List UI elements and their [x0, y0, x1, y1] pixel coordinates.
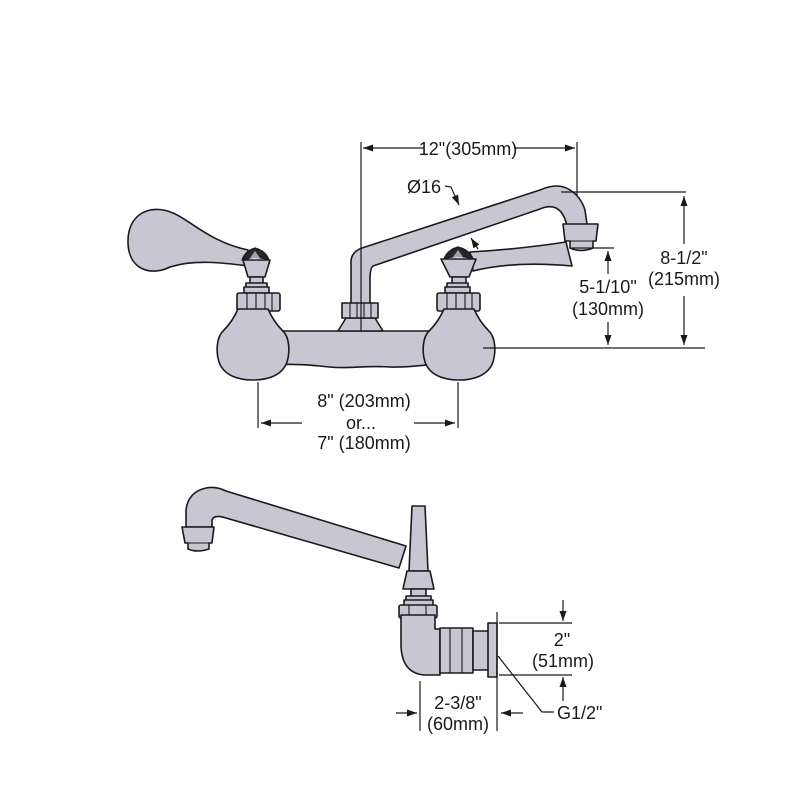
wall-flange [487, 622, 498, 678]
left-handle-cap-highlight [250, 251, 260, 258]
dim-total-height-in: 8-1/2" [660, 248, 707, 268]
dim-centers-line2: or... [346, 413, 376, 433]
dimension-centers: 8" (203mm) or... 7" (180mm) [257, 382, 459, 453]
dim-wall-offset-mm: (60mm) [427, 714, 489, 734]
side-aerator [181, 526, 215, 552]
dim-flange-mm: (51mm) [532, 651, 594, 671]
side-handle-blade [408, 505, 429, 572]
dimension-wall-offset: 2-3/8" (60mm) [396, 681, 523, 734]
right-handle-bonnet [440, 258, 477, 278]
dimension-spout-reach: 12"(305mm) [360, 139, 578, 331]
dimension-thread: G1/2" [497, 655, 602, 723]
right-handle-ring [444, 286, 471, 294]
dim-outlet-height-mm: (130mm) [572, 299, 644, 319]
side-spout [185, 486, 407, 569]
dim-outlet-height-in: 5-1/10" [579, 277, 636, 297]
right-handle-blade [469, 241, 573, 272]
dimension-total-height: 8-1/2" (215mm) [648, 196, 720, 345]
dim-flange-in: 2" [554, 630, 570, 650]
left-handle-ring [243, 286, 270, 294]
dimension-flange: 2" (51mm) [496, 600, 594, 731]
dim-spout-reach-label: 12"(305mm) [419, 139, 517, 159]
spout-base-nut [341, 302, 379, 319]
coupling-nut [439, 627, 474, 674]
dimension-spout-diameter: Ø16 [407, 177, 480, 250]
side-valve-body-elbow [400, 614, 441, 676]
spout-aerator [562, 223, 599, 252]
inlet-nipple [472, 630, 490, 671]
dim-wall-offset-in: 2-3/8" [434, 693, 481, 713]
right-handle-cap-highlight [453, 250, 463, 257]
side-handle-bonnet [402, 570, 435, 590]
dimension-annotations: 12"(305mm) Ø16 8-1/2" (215mm) 5-1/10" (1… [257, 139, 720, 734]
right-mount-bell [422, 308, 496, 381]
dim-centers-line1: 8" (203mm) [317, 391, 410, 411]
dim-spout-diameter-label: Ø16 [407, 177, 441, 197]
side-view [181, 486, 498, 678]
thread-label: G1/2" [557, 703, 602, 723]
left-mount-bell [216, 308, 290, 381]
front-view [127, 185, 599, 381]
dim-total-height-mm: (215mm) [648, 269, 720, 289]
dim-centers-line3: 7" (180mm) [317, 433, 410, 453]
left-handle-blade [127, 208, 249, 272]
left-handle-bonnet [242, 259, 271, 278]
dimension-outlet-height: 5-1/10" (130mm) [572, 251, 644, 345]
